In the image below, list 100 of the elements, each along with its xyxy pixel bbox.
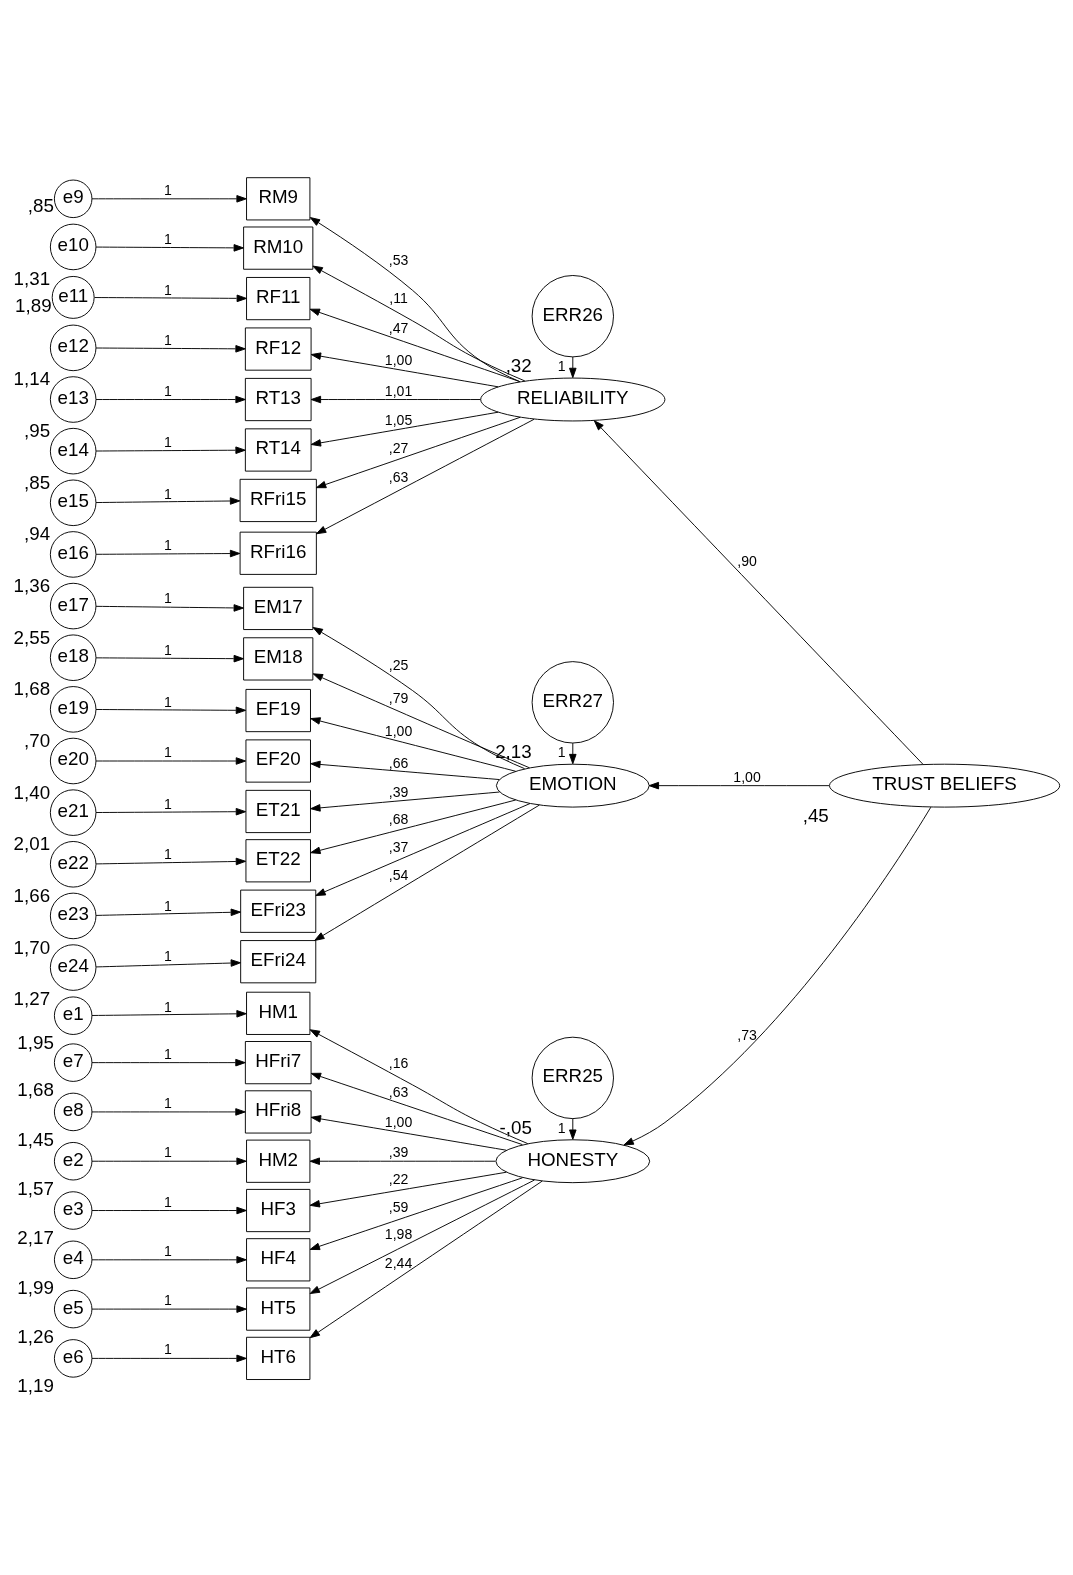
node-label: 2,55 [13, 626, 51, 648]
node-circle: e20 [49, 737, 97, 784]
node-label: 1,40 [13, 781, 51, 803]
node-box: HF3 [246, 1188, 311, 1232]
edge-label: ,39 [388, 1143, 409, 1160]
arrow [91, 1058, 246, 1066]
arrow [309, 1171, 507, 1207]
node-circle: e4 [53, 1240, 93, 1279]
arrow [310, 1072, 523, 1145]
arrow [310, 791, 501, 812]
arrow [312, 265, 526, 381]
arrow [623, 806, 932, 1145]
node-label: 2,13 [495, 740, 532, 762]
node-label: 1,14 [13, 367, 51, 389]
arrow [309, 1179, 535, 1294]
node-circle: e6 [53, 1338, 93, 1378]
node-label: ,85 [27, 194, 54, 215]
edge-label: 1 [163, 382, 172, 399]
arrow [310, 716, 517, 772]
arrow [310, 411, 499, 447]
arrow [94, 294, 247, 302]
arrow [315, 416, 521, 488]
node-circle: e19 [49, 685, 97, 733]
arrow [309, 1180, 543, 1338]
arrow [95, 344, 246, 353]
edge-label: 1,00 [384, 1113, 413, 1130]
edge-label: 1 [163, 433, 172, 450]
edge-label: ,73 [737, 1026, 757, 1043]
arrow [593, 419, 924, 765]
arrow [312, 672, 530, 768]
edge-label: ,90 [737, 552, 757, 569]
node-circle: ERR26 [531, 274, 614, 357]
edge-label: 1 [163, 536, 172, 553]
edge-label: 1 [163, 230, 172, 247]
arrow [95, 549, 241, 557]
arrow [95, 445, 246, 454]
node-box: HT5 [246, 1287, 311, 1331]
edge-label: ,16 [388, 1054, 409, 1071]
edge-label: 1 [163, 743, 172, 760]
arrow [309, 1028, 529, 1144]
edge-label: ,22 [388, 1170, 409, 1187]
node-label: 1,26 [17, 1325, 54, 1347]
node-circle: e1 [53, 995, 93, 1035]
edge-label: 1 [557, 1119, 566, 1136]
arrow [95, 395, 246, 403]
node-box: ET22 [245, 838, 311, 882]
edge-label: 2,44 [384, 1254, 413, 1271]
arrow [95, 958, 241, 967]
edge-label: 1 [163, 1143, 172, 1160]
node-circle: ERR27 [531, 660, 614, 743]
node-label: 1,31 [13, 267, 51, 289]
node-label: 1,68 [17, 1078, 54, 1100]
edge-label: ,79 [388, 689, 409, 706]
edge-label: ,47 [388, 319, 409, 336]
arrow [95, 603, 244, 612]
node-circle: e14 [49, 427, 97, 474]
arrow [569, 356, 577, 378]
node-box: HFri7 [244, 1040, 312, 1084]
node-box: EM17 [243, 586, 314, 630]
node-box: RFri15 [239, 478, 317, 522]
node-circle: e15 [49, 479, 97, 526]
edge-label: 1 [163, 485, 172, 502]
edge-label: ,66 [388, 754, 409, 771]
edge-label: 1,00 [384, 722, 413, 739]
node-box: RT13 [244, 377, 312, 421]
arrow [91, 1255, 247, 1264]
edge-label: 1 [163, 998, 172, 1015]
arrow [310, 760, 500, 780]
arrow [95, 908, 241, 916]
node-box: HFri8 [244, 1089, 312, 1134]
edge-label: 1 [163, 1242, 172, 1259]
edge-label: 1 [163, 1340, 172, 1357]
node-label: 1,57 [17, 1177, 54, 1199]
node-circle: e23 [49, 892, 97, 939]
arrow [95, 857, 247, 865]
arrow [314, 804, 540, 941]
node-box: HM2 [246, 1139, 311, 1183]
arrow [315, 802, 531, 896]
edge-label: 1 [163, 589, 172, 606]
edge-label: 1,98 [384, 1225, 413, 1242]
edge-label: ,27 [388, 439, 409, 456]
node-box: EF20 [245, 738, 311, 783]
node-circle: e11 [51, 275, 95, 319]
node-label: 1,45 [17, 1128, 54, 1150]
arrow [91, 1009, 247, 1018]
node-label: 1,68 [13, 677, 51, 699]
node-label: ,95 [24, 419, 51, 441]
edge-label: 1 [163, 281, 172, 298]
arrow [95, 654, 244, 662]
node-label: 2,17 [17, 1226, 54, 1248]
arrow [91, 194, 247, 203]
node-box: EFri24 [240, 939, 317, 983]
node-label: ,32 [505, 354, 532, 376]
arrow [309, 216, 521, 382]
node-circle: e5 [53, 1289, 93, 1328]
edge-label: ,68 [388, 810, 409, 827]
node-box: EF19 [245, 688, 311, 732]
edge-label: ,11 [389, 289, 408, 306]
edge-label: ,63 [388, 468, 409, 485]
node-box: RT14 [244, 427, 312, 472]
